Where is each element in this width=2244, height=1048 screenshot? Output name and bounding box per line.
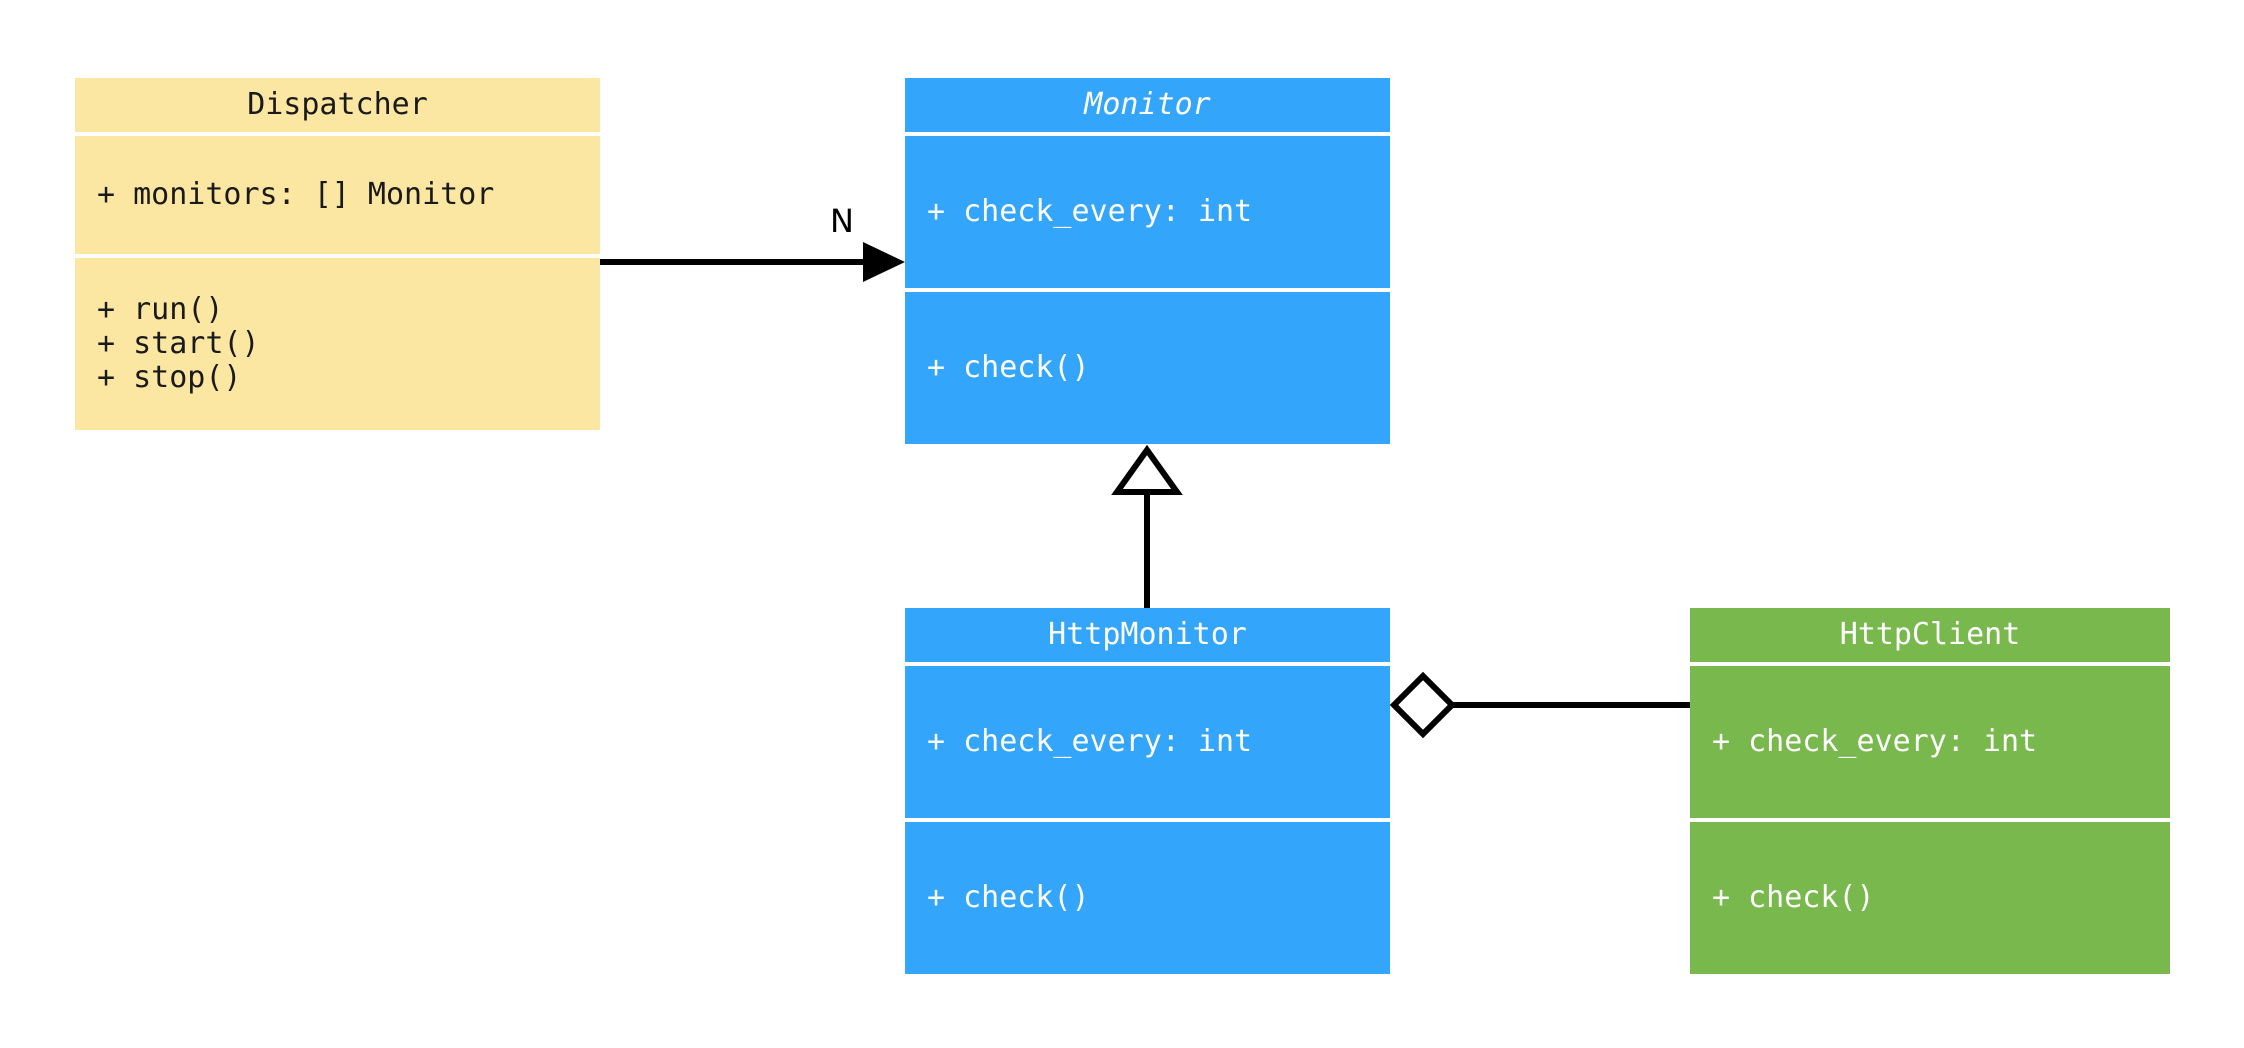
association-dispatcher-to-monitor <box>600 242 905 282</box>
generalization-httpmonitor-to-monitor <box>1111 444 1183 608</box>
class-title-compartment-httpclient: HttpClient <box>1690 608 2170 662</box>
class-attributes-compartment-httpmonitor: + check_every: int <box>905 666 1390 818</box>
method-row: + check() <box>927 880 1090 915</box>
class-title-compartment-dispatcher: Dispatcher <box>75 78 600 132</box>
class-box-httpmonitor[interactable]: HttpMonitor + check_every: int + check() <box>905 608 1390 974</box>
attribute-row: + monitors: [] Monitor <box>97 177 495 212</box>
class-attributes-compartment-httpclient: + check_every: int <box>1690 666 2170 818</box>
class-box-monitor[interactable]: Monitor + check_every: int + check() <box>905 78 1390 444</box>
method-row: + run() <box>97 292 224 327</box>
class-name-httpclient: HttpClient <box>1839 617 2021 652</box>
attribute-row: + check_every: int <box>1712 724 2038 759</box>
hollow-triangle-icon <box>1111 444 1183 495</box>
class-name-dispatcher: Dispatcher <box>247 87 428 122</box>
class-name-monitor: Monitor <box>1084 87 1211 122</box>
method-row: + check() <box>927 350 1090 385</box>
class-title-compartment-httpmonitor: HttpMonitor <box>905 608 1390 662</box>
class-methods-compartment-httpclient: + check() <box>1690 822 2170 974</box>
class-attributes-compartment-monitor: + check_every: int <box>905 136 1390 288</box>
attribute-row: + check_every: int <box>927 724 1253 759</box>
class-methods-compartment-httpmonitor: + check() <box>905 822 1390 974</box>
class-box-dispatcher[interactable]: Dispatcher + monitors: [] Monitor + run(… <box>75 78 600 430</box>
filled-arrowhead-icon <box>863 242 905 282</box>
aggregation-httpmonitor-to-httpclient <box>1389 671 1690 739</box>
class-methods-compartment-dispatcher: + run() + start() + stop() <box>75 258 600 430</box>
method-row: + start() <box>97 326 260 361</box>
hollow-diamond-icon <box>1389 671 1457 739</box>
attribute-row: + check_every: int <box>927 194 1253 229</box>
class-attributes-compartment-dispatcher: + monitors: [] Monitor <box>75 136 600 254</box>
class-methods-compartment-monitor: + check() <box>905 292 1390 444</box>
method-row: + stop() <box>97 360 242 395</box>
method-row: + check() <box>1712 880 1875 915</box>
class-name-httpmonitor: HttpMonitor <box>1048 617 1247 652</box>
association-multiplicity-label: N <box>830 202 854 240</box>
class-box-httpclient[interactable]: HttpClient + check_every: int + check() <box>1690 608 2170 974</box>
class-title-compartment-monitor: Monitor <box>905 78 1390 132</box>
